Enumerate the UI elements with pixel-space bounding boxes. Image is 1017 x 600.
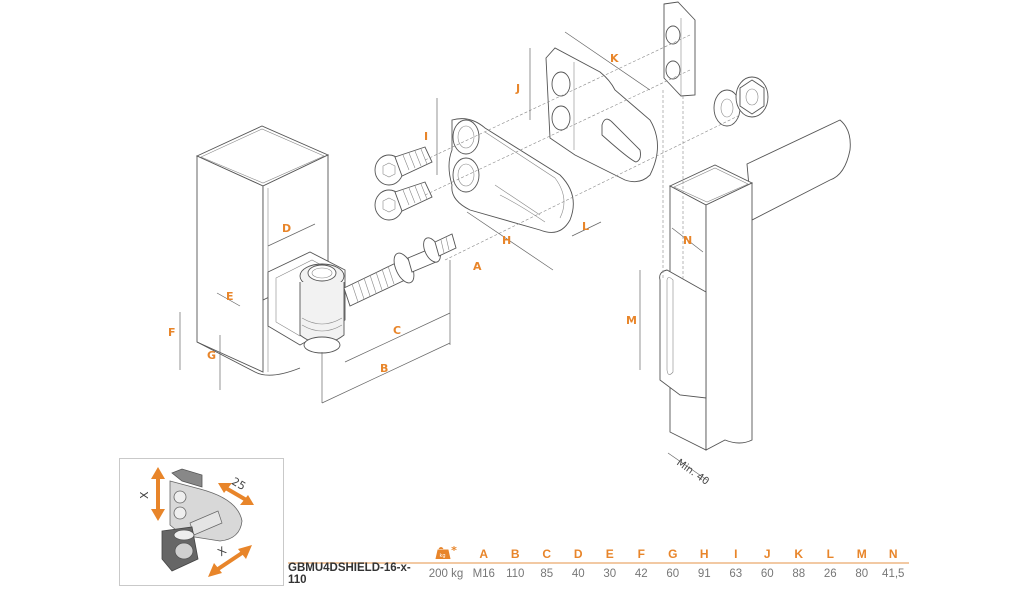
value-i: 63 — [729, 568, 743, 580]
header-d: D — [573, 546, 583, 561]
dim-label-m: M — [626, 314, 637, 327]
value-h: 91 — [697, 568, 711, 580]
washer — [713, 89, 741, 127]
nut-plate — [663, 1, 696, 97]
header-weight: kg * — [424, 544, 468, 563]
table-row: GBMU4DSHIELD-16-x-110 200 kg M16 110 85 … — [288, 562, 909, 586]
inset-x-label: X — [138, 491, 151, 499]
inset-hinge-illustration — [161, 468, 243, 572]
adjustment-plate — [545, 47, 658, 183]
inset-x2-label: X — [215, 544, 229, 559]
min-40-note: Min. 40 — [674, 457, 710, 487]
header-h: H — [699, 546, 709, 561]
header-e: E — [605, 546, 614, 561]
svg-text:kg: kg — [440, 553, 446, 559]
shield-bracket — [448, 118, 574, 233]
dim-label-h: H — [502, 234, 511, 247]
gate-frame — [659, 119, 851, 451]
spec-table: kg * A B C D E F G H I J K L M N GBMU4DS… — [288, 544, 909, 586]
value-e: 30 — [603, 568, 617, 580]
header-n: N — [888, 546, 898, 561]
header-j: J — [763, 546, 771, 561]
header-l: L — [826, 546, 834, 561]
dim-label-b: B — [380, 362, 388, 375]
dim-label-g: G — [207, 349, 216, 362]
flange-nut — [735, 76, 769, 118]
dimension-lines — [179, 31, 708, 481]
dim-label-k: K — [610, 52, 619, 65]
dim-label-n: N — [683, 234, 692, 247]
header-i: I — [734, 546, 738, 561]
dim-label-e: E — [226, 290, 234, 303]
value-g: 60 — [666, 568, 680, 580]
depth-25-arrow-icon — [218, 483, 254, 505]
table-header-row: kg * A B C D E F G H I J K L M N — [288, 544, 909, 564]
header-k: K — [794, 546, 804, 561]
dim-label-f: F — [168, 326, 176, 339]
dim-label-j: J — [515, 82, 520, 95]
weight-asterisk: * — [451, 544, 457, 557]
threaded-bolt — [343, 233, 457, 307]
header-f: F — [637, 546, 645, 561]
header-a: A — [479, 546, 489, 561]
adjustment-inset: X 25 X — [119, 458, 284, 586]
header-g: G — [668, 546, 678, 561]
dim-label-i: I — [424, 130, 428, 143]
dim-label-d: D — [282, 222, 291, 235]
hinge-bracket — [267, 251, 346, 354]
value-b: 110 — [506, 568, 525, 580]
left-post — [195, 125, 330, 376]
dim-label-a: A — [473, 260, 482, 273]
value-n: 41,5 — [882, 568, 905, 580]
countersunk-screws — [374, 146, 433, 221]
model-code: GBMU4DSHIELD-16-x-110 — [288, 562, 411, 586]
x-adjust-diagonal-arrow-icon — [208, 545, 252, 577]
weight-kg-icon: kg — [435, 544, 451, 560]
value-f: 42 — [634, 568, 648, 580]
value-c: 85 — [540, 568, 554, 580]
value-l: 26 — [823, 568, 837, 580]
assembly-axis-lines — [424, 34, 741, 280]
value-k: 88 — [792, 568, 806, 580]
value-a: M16 — [472, 568, 495, 580]
inset-25-label: 25 — [229, 475, 248, 493]
header-m: M — [856, 546, 867, 561]
value-j: 60 — [760, 568, 774, 580]
header-b: B — [510, 546, 520, 561]
dim-label-l: L — [582, 220, 589, 233]
value-m: 80 — [855, 568, 869, 580]
value-d: 40 — [571, 568, 585, 580]
dim-label-c: C — [393, 324, 401, 337]
header-c: C — [542, 546, 552, 561]
x-adjust-vertical-arrow-icon — [151, 467, 165, 521]
max-weight: 200 kg — [428, 568, 464, 580]
